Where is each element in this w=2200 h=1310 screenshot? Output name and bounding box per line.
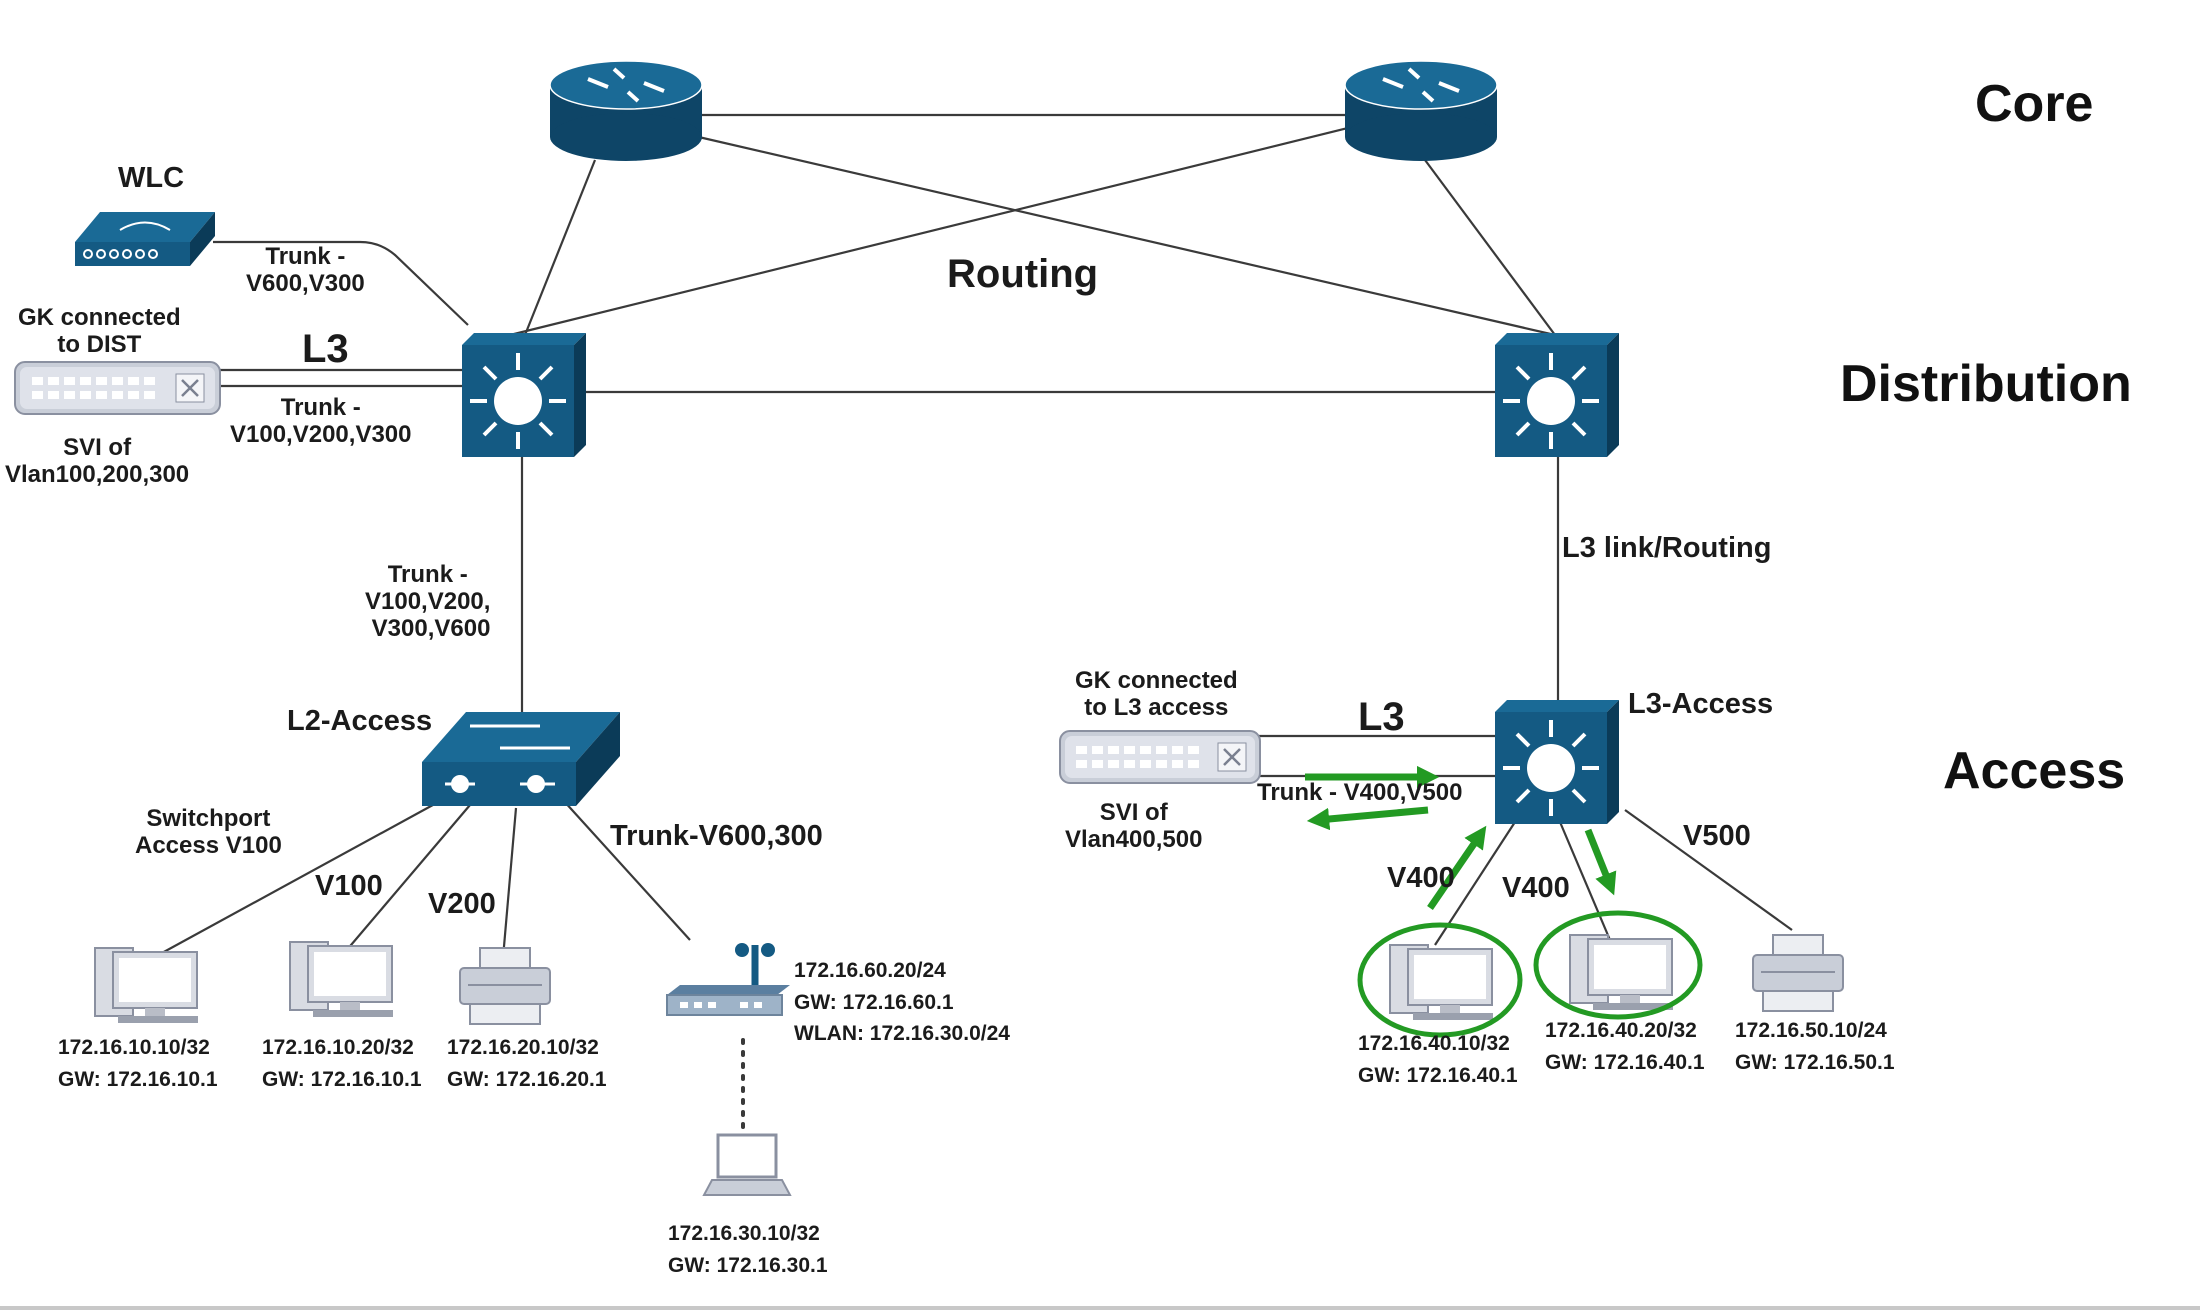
vlan-v400-b-label: V400 (1502, 872, 1570, 904)
highlight-pc-3 (1357, 922, 1523, 1038)
trunk-ap-label: Trunk-V600,300 (610, 820, 823, 852)
l2-access-label: L2-Access (287, 705, 433, 737)
link-l2-ap (562, 799, 691, 941)
link-core-left-dist-left (523, 159, 597, 336)
laptop (702, 1133, 792, 1196)
pc-2 (289, 941, 393, 1017)
pc-1 (94, 947, 198, 1023)
tier-label-distribution: Distribution (1840, 355, 2132, 413)
vlan-v100-label: V100 (315, 870, 383, 902)
link-wlc-dist (213, 240, 469, 326)
core-router-left (549, 60, 703, 161)
arrow-up-pc3 (1427, 825, 1487, 910)
l3-left-label: L3 (302, 327, 349, 371)
tier-label-access: Access (1943, 742, 2126, 800)
link-core-right-dist-left (509, 123, 1361, 337)
gatekeeper-l3-access (1059, 730, 1261, 784)
bottom-divider (0, 1306, 2200, 1310)
dist-trunk-label: Trunk -V100,V200,V300 (230, 394, 412, 448)
highlight-pc-4 (1533, 910, 1703, 1020)
link-l2-printer (501, 807, 518, 959)
l3-access-switch (1495, 700, 1619, 824)
pc-3 (1389, 944, 1493, 1020)
l3-access-label: L3-Access (1628, 688, 1774, 720)
l3-right-label: L3 (1358, 695, 1405, 739)
highlight-annotations (1305, 765, 1703, 1038)
link-core-right-dist-right (1424, 159, 1556, 336)
printer-1 (459, 947, 551, 1025)
core-router-right (1344, 60, 1498, 161)
pc-4 (1569, 934, 1673, 1010)
distribution-switch-left (462, 333, 586, 457)
vlan-v200-label: V200 (428, 888, 496, 920)
access-uplink-trunk-label: Trunk -V100,V200,V300,V600 (365, 561, 491, 642)
link-l2-pc2 (339, 804, 471, 959)
vlan-v500-label: V500 (1683, 820, 1751, 852)
access-point (666, 943, 790, 1016)
arrow-down-pc4 (1584, 828, 1617, 896)
tier-label-core: Core (1975, 75, 2094, 133)
distribution-switch-right (1495, 333, 1619, 457)
wlc-label: WLC (118, 162, 185, 194)
vlan-v400-a-label: V400 (1387, 862, 1455, 894)
printer-2 (1752, 934, 1844, 1012)
link-core-left-dist-right (689, 133, 1556, 337)
routing-label: Routing (947, 252, 1099, 296)
l3-link-label: L3 link/Routing (1562, 532, 1772, 564)
link-l3-pc4 (1558, 821, 1612, 941)
arrow-from-l3-access (1306, 806, 1429, 831)
wlc-device (75, 212, 215, 266)
gatekeeper-dist (14, 361, 221, 415)
l2-access-switch (422, 712, 620, 806)
wlc-trunk-label: Trunk -V600,V300 (246, 243, 365, 297)
link-l3-printer (1624, 809, 1793, 931)
trunk-gk-right-label: Trunk - V400,V500 (1257, 779, 1463, 806)
link-l2-pc1 (139, 799, 443, 966)
